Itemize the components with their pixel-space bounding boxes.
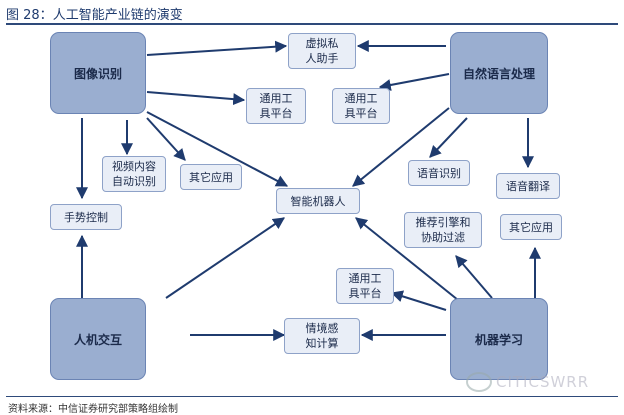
box-speech-recognition: 语音识别 <box>408 160 470 186</box>
box-gesture-control: 手势控制 <box>50 204 122 230</box>
figure-title: 图 28：人工智能产业链的演变 <box>6 4 183 23</box>
source-note: 资料来源：中信证券研究部策略组绘制 <box>8 404 178 415</box>
figure-title-text: 人工智能产业链的演变 <box>52 8 183 23</box>
box-general-platform-2-label: 通用工 具平台 <box>344 92 378 120</box>
arrow-ml-to-robot <box>355 217 459 301</box>
arrow-hci-to-robot <box>165 217 285 299</box>
box-general-platform-3-label: 通用工 具平台 <box>348 272 382 300</box>
box-smart-robot-label: 智能机器人 <box>290 194 346 208</box>
box-virtual-assistant-label: 虚拟私 人助手 <box>305 37 339 65</box>
arrow-image-to-platform1 <box>146 91 246 106</box>
box-ml-label: 机器学习 <box>474 332 523 347</box>
box-video-recognition-label: 视频内容 自动识别 <box>112 160 156 188</box>
box-speech-translation-label: 语音翻译 <box>506 179 550 193</box>
arrow-image-to-assistant <box>146 40 288 56</box>
box-other-apps-2-label: 其它应用 <box>509 220 553 234</box>
box-speech-recognition-label: 语音识别 <box>417 166 461 180</box>
box-virtual-assistant: 虚拟私 人助手 <box>288 33 356 69</box>
box-smart-robot: 智能机器人 <box>276 188 360 214</box>
box-other-apps-2: 其它应用 <box>500 214 562 240</box>
box-general-platform-1: 通用工 具平台 <box>246 88 306 124</box>
figure-number: 图 28： <box>6 8 53 23</box>
arrow-image-to-robot <box>146 111 289 187</box>
box-nlp: 自然语言处理 <box>450 32 548 114</box>
box-other-apps-1-label: 其它应用 <box>189 170 233 184</box>
arrow-nlp-to-speech <box>429 117 468 158</box>
box-recommendation: 推荐引擎和 协助过滤 <box>404 212 482 248</box>
box-ml: 机器学习 <box>450 298 548 380</box>
arrow-ml-to-recommend <box>455 255 493 299</box>
box-general-platform-2: 通用工 具平台 <box>332 88 390 124</box>
box-general-platform-1-label: 通用工 具平台 <box>259 92 293 120</box>
box-gesture-control-label: 手势控制 <box>64 210 108 224</box>
box-hci-label: 人机交互 <box>73 332 122 347</box>
box-other-apps-1: 其它应用 <box>180 164 242 190</box>
arrow-ml-to-platform3 <box>390 290 447 311</box>
wechat-icon <box>466 372 492 392</box>
box-nlp-label: 自然语言处理 <box>462 66 535 81</box>
box-speech-translation: 语音翻译 <box>496 173 560 199</box>
arrow-nlp-to-platform2 <box>378 73 450 91</box>
box-image-recognition-label: 图像识别 <box>73 66 122 81</box>
box-hci: 人机交互 <box>50 298 146 380</box>
arrow-nlp-to-robot <box>352 107 450 187</box>
box-general-platform-3: 通用工 具平台 <box>336 268 394 304</box>
watermark: CITICSWRR <box>466 370 616 394</box>
box-image-recognition: 图像识别 <box>50 32 146 114</box>
box-video-recognition: 视频内容 自动识别 <box>102 156 166 192</box>
source-divider <box>6 396 618 397</box>
box-context-awareness-label: 情境感 知计算 <box>305 322 339 350</box>
box-recommendation-label: 推荐引擎和 协助过滤 <box>415 216 471 244</box>
arrow-image-to-other1 <box>146 117 186 161</box>
box-context-awareness: 情境感 知计算 <box>284 318 360 354</box>
watermark-text: CITICSWRR <box>496 373 590 391</box>
title-bar: 图 28：人工智能产业链的演变 <box>6 3 618 25</box>
